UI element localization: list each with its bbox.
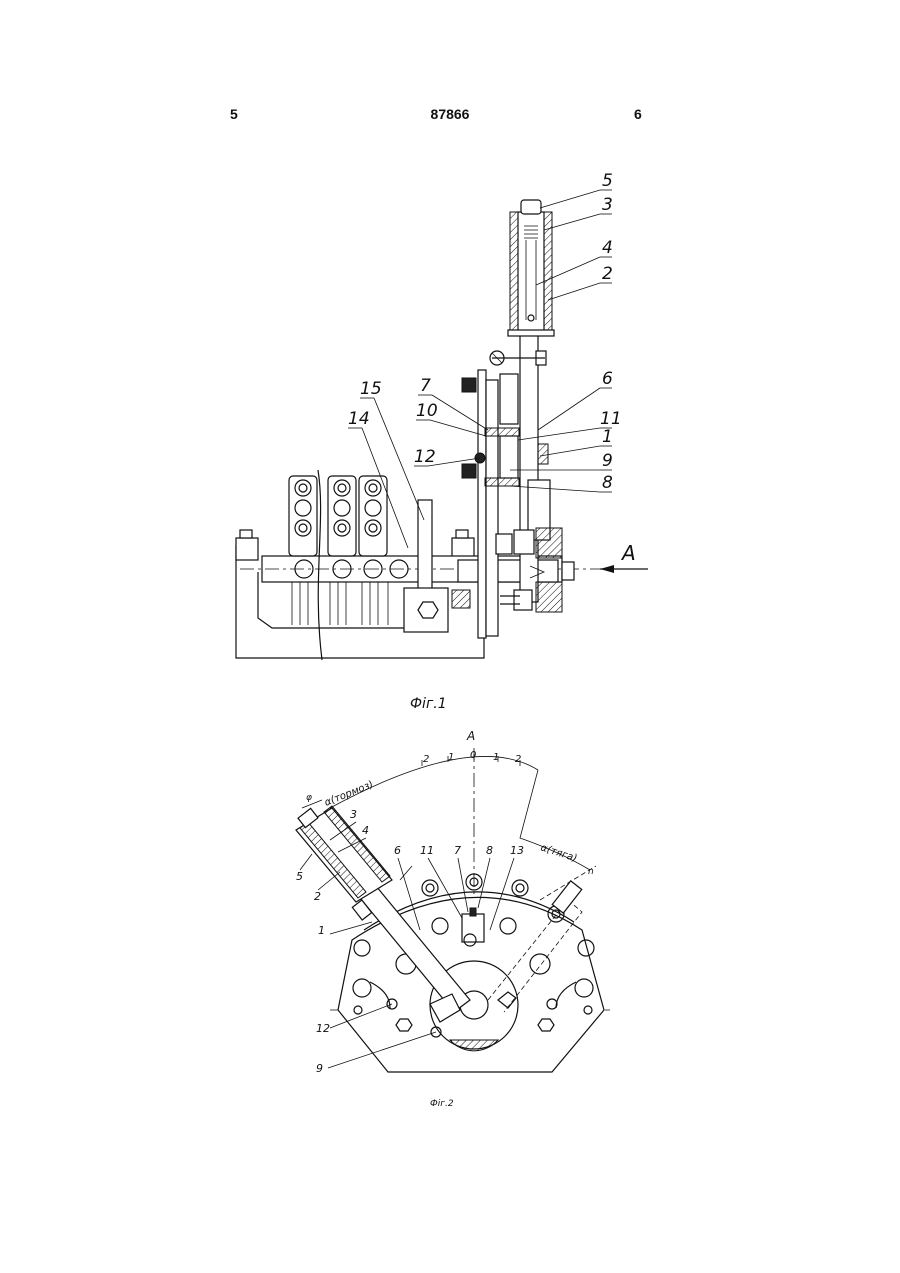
- view-arrow-a: A: [600, 541, 648, 573]
- callout-3: 3: [602, 195, 613, 215]
- fig2-callout-8: 8: [486, 844, 493, 857]
- fig2-callout-13: 13: [510, 844, 524, 857]
- scale-tick-1-left: 1: [448, 752, 454, 763]
- callout-10: 10: [416, 401, 438, 421]
- callout-6: 6: [602, 369, 613, 389]
- arc-label-traction: α(тяга): [539, 842, 578, 864]
- scale-tick-2-right: 2: [515, 754, 521, 765]
- callout-5: 5: [602, 171, 613, 191]
- callout-12: 12: [414, 447, 436, 467]
- callout-7: 7: [420, 376, 431, 396]
- scale-tick-0: 0: [470, 750, 476, 761]
- figure-1-caption: Фіг.1: [410, 696, 447, 712]
- fig2-callout-9: 9: [316, 1062, 323, 1075]
- small-dim: φ: [306, 793, 312, 803]
- callout-15: 15: [360, 379, 382, 399]
- figure-1: A 5 3 4 2 6 7 10 11 1: [236, 171, 648, 712]
- view-label: A: [466, 729, 475, 743]
- callout-14: 14: [348, 409, 370, 429]
- callout-9: 9: [602, 451, 613, 471]
- fig2-callout-11: 11: [420, 844, 434, 857]
- fig2-callout-12: 12: [316, 1022, 330, 1035]
- callout-2: 2: [602, 264, 613, 284]
- small-n: n: [588, 867, 594, 877]
- fig2-callout-7: 7: [454, 844, 461, 857]
- fig2-callout-1: 1: [318, 924, 325, 937]
- callout-11: 11: [600, 409, 622, 429]
- scale-tick-2-left: 2: [423, 754, 429, 765]
- view-arrow-label: A: [620, 541, 636, 565]
- callout-4: 4: [602, 238, 613, 258]
- fig2-callout-6: 6: [394, 844, 401, 857]
- fig2-callout-4: 4: [362, 824, 369, 837]
- arc-label-brake: α(тормоз): [323, 779, 375, 809]
- callout-1: 1: [602, 427, 613, 447]
- scale-tick-1-right: 1: [493, 752, 499, 763]
- figure-2-caption: Фіг.2: [430, 1099, 454, 1109]
- callout-8: 8: [602, 473, 613, 493]
- fig2-callout-5: 5: [296, 870, 303, 883]
- fig2-callout-3: 3: [350, 808, 357, 821]
- figure-2: A 2 1 0 1 2 α(тяга) α(тормоз) φ n: [296, 729, 610, 1109]
- fig2-callout-2: 2: [314, 890, 321, 903]
